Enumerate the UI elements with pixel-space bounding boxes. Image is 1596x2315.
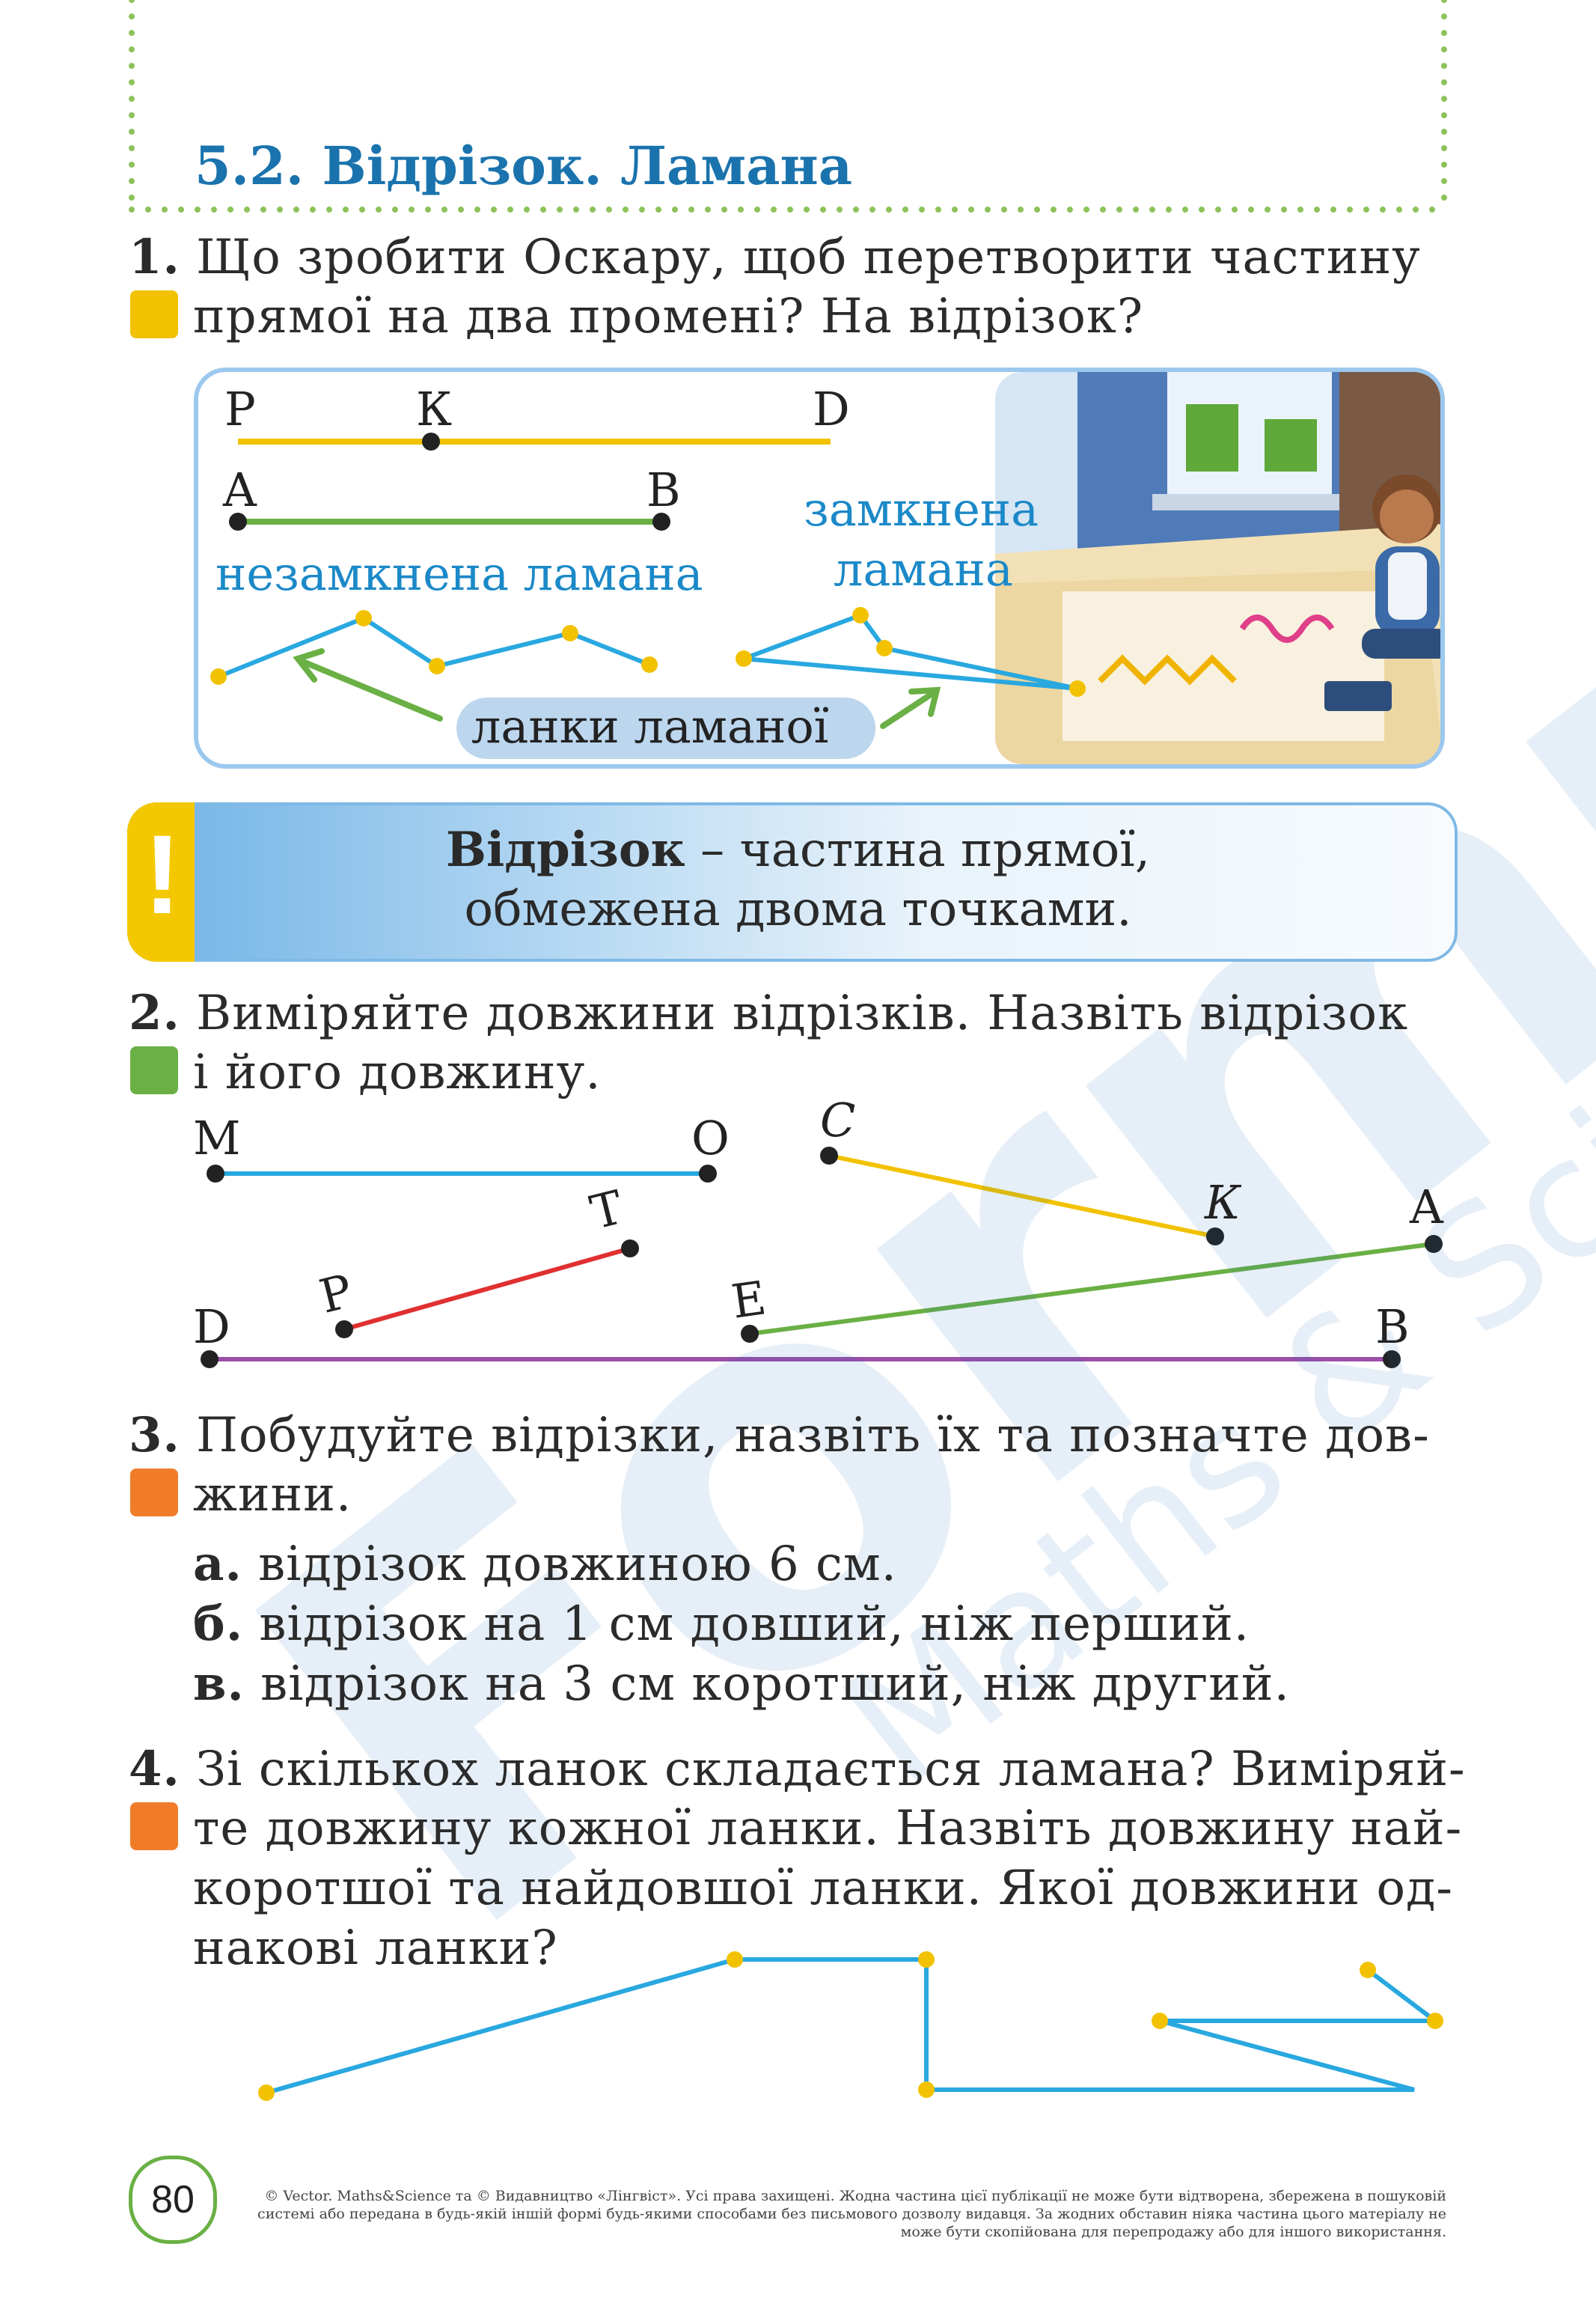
definition-term: Відрізок (445, 822, 685, 878)
geometry-icon (130, 1046, 178, 1094)
task3-item-b: б. відрізок на 1 см довший, ніж перший. (193, 1596, 1250, 1652)
task4-text-line4: накові ланки? (193, 1921, 558, 1976)
item-text: відрізок довжиною 6 см. (258, 1537, 897, 1592)
task4-line1: 4. Зі скількох ланок складається ламана?… (129, 1741, 1466, 1797)
task3-item-a: а. відрізок довжиною 6 см. (193, 1536, 897, 1592)
task3-item-c: в. відрізок на 3 см коротший, ніж другий… (193, 1656, 1290, 1712)
label-d: D (813, 382, 850, 436)
item-text: відрізок на 1 см довший, ніж перший. (259, 1596, 1250, 1652)
label-b2: B (1375, 1299, 1410, 1354)
label-a2: A (1410, 1180, 1443, 1234)
geometry-icon (130, 1468, 178, 1516)
label-m: M (193, 1111, 241, 1165)
label-c: C (820, 1093, 856, 1147)
segment-pt (335, 1239, 639, 1338)
task1-text-line1: Що зробити Оскару, щоб перетворити части… (196, 230, 1421, 285)
label-a: A (223, 463, 257, 517)
magnifier-icon (130, 1802, 178, 1850)
task4-text-line1: Зі скількох ланок складається ламана? Ви… (196, 1742, 1466, 1797)
label-p: P (224, 382, 256, 436)
point-a (229, 513, 247, 531)
task4-polyline (258, 1951, 1443, 2101)
geometry-icon (130, 290, 178, 338)
point-k (422, 433, 440, 451)
definition-box (127, 802, 1458, 962)
title-dotted-frame (129, 0, 1447, 213)
task1-closed-polyline (736, 607, 1086, 697)
closed-polyline-label-2: ламана (834, 542, 1013, 597)
task1-open-polyline (210, 610, 658, 685)
task1-ray-pd (238, 433, 831, 451)
segment-db (201, 1350, 1401, 1368)
task1-line1: 1. Що зробити Оскару, щоб перетворити ча… (129, 229, 1421, 285)
links-label: ланки ламаної (471, 699, 829, 754)
page-number: 80 (129, 2156, 217, 2244)
task1-link-arrows (293, 648, 941, 729)
definition-line1: Відрізок – частина прямої, (0, 822, 1596, 878)
boy-room-illustration (995, 372, 1440, 764)
task4-number: 4. (129, 1741, 180, 1797)
task2-text-line1: Виміряйте довжини відрізків. Назвіть від… (196, 986, 1409, 1041)
segment-mo (207, 1165, 717, 1183)
definition-rest: – частина прямої, (685, 823, 1151, 878)
task4-text-line2: те довжину кожної ланки. Назвіть довжину… (193, 1801, 1463, 1856)
definition-line2: обмежена двома точками. (464, 882, 1132, 937)
task1-number: 1. (129, 229, 180, 285)
segment-ea (741, 1235, 1443, 1343)
links-label-pill (456, 698, 875, 759)
task2-line1: 2. Виміряйте довжини відрізків. Назвіть … (129, 985, 1408, 1041)
task3-text-line1: Побудуйте відрізки, назвіть їх та познач… (196, 1408, 1430, 1463)
task4-text-line3: коротшої та найдовшої ланки. Якої довжин… (193, 1861, 1454, 1916)
label-b: B (646, 463, 681, 517)
copyright-notice: © Vector. Maths&Science та © Видавництво… (257, 2188, 1446, 2240)
item-marker: в. (193, 1656, 245, 1712)
task3-number: 3. (129, 1407, 180, 1463)
task1-segment-ab (229, 513, 670, 531)
definition-accent-strip (127, 802, 195, 962)
item-text: відрізок на 3 см коротший, ніж другий. (260, 1656, 1290, 1712)
page-title: 5.2. Відрізок. Ламана (195, 135, 853, 197)
label-k: К (416, 382, 452, 436)
open-polyline-label: незамкнена ламана (215, 546, 703, 601)
task3-line1: 3. Побудуйте відрізки, назвіть їх та поз… (129, 1407, 1430, 1463)
point-b (652, 513, 670, 531)
label-o: O (691, 1111, 730, 1165)
label-d2: D (193, 1299, 230, 1354)
label-k2: К (1205, 1175, 1241, 1230)
task1-text-line2: прямої на два промені? На відрізок? (193, 289, 1144, 344)
task3-text-line2: жини. (193, 1467, 352, 1522)
segment-ck (820, 1147, 1224, 1245)
task2-text-line2: і його довжину. (193, 1045, 602, 1100)
task2-number: 2. (129, 985, 180, 1041)
item-marker: б. (193, 1596, 243, 1652)
closed-polyline-label-1: замкнена (804, 482, 1039, 537)
item-marker: а. (193, 1536, 242, 1592)
exclamation-icon: ! (144, 811, 181, 937)
